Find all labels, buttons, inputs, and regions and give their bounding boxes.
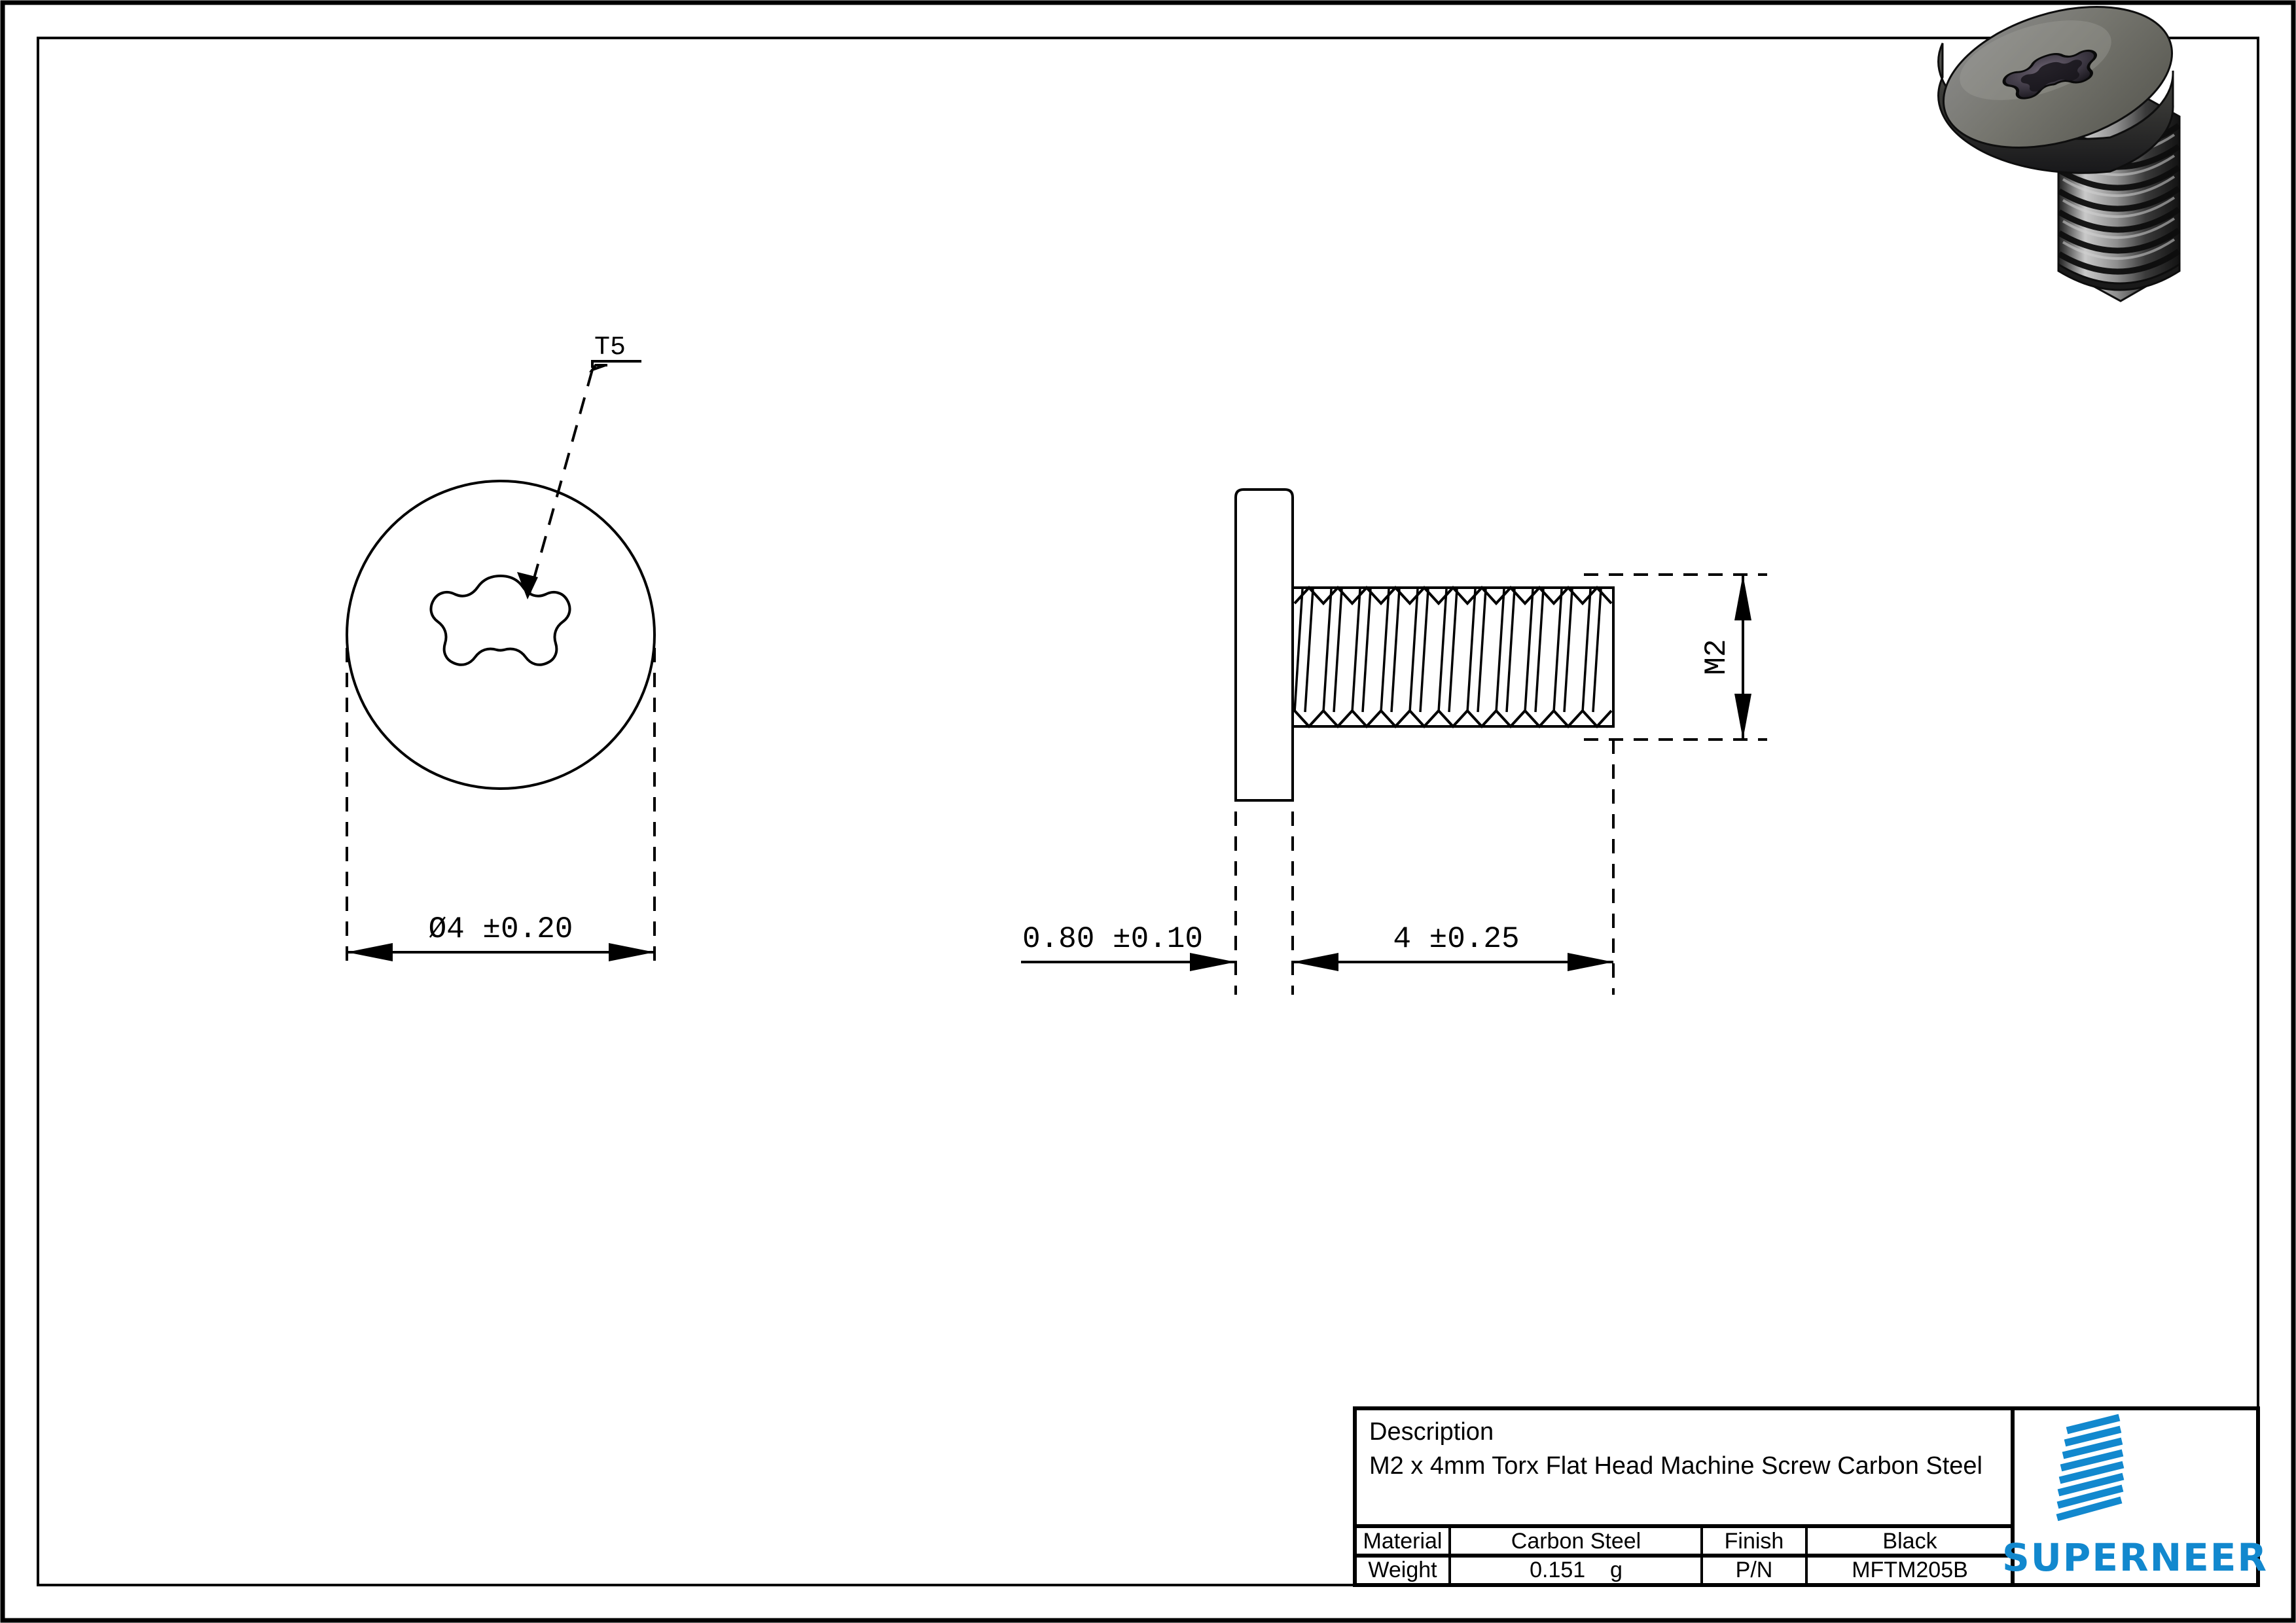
thread-root-bottom xyxy=(1293,709,1613,728)
t5-label: T5 xyxy=(594,333,626,363)
thread-crest-top xyxy=(1293,586,1613,605)
head-height-dimension-label: 0.80 ±0.10 xyxy=(1022,922,1203,956)
superneer-logo-mark xyxy=(2056,1414,2125,1522)
torx-socket-outline xyxy=(429,574,571,666)
head-dim-arrow xyxy=(1190,953,1236,971)
thread-dim-arrow-right xyxy=(1568,953,1613,971)
thread-flank-lines xyxy=(1293,588,1602,713)
thread-dim-arrow-left xyxy=(1293,953,1338,971)
t5-leader-arrow xyxy=(517,572,538,599)
thread-length-dimension-label: 4 ±0.25 xyxy=(1393,922,1519,956)
finish-value: Black xyxy=(1882,1529,1937,1554)
t5-leader-shoulder xyxy=(588,364,607,372)
head-circle xyxy=(346,480,656,790)
weight-label: Weight xyxy=(1368,1558,1437,1582)
m2-arrow-top xyxy=(1734,575,1751,620)
t5-leader-line xyxy=(529,369,594,593)
superneer-wordmark: SUPERNEER xyxy=(2002,1535,2268,1580)
material-value: Carbon Steel xyxy=(1511,1529,1641,1554)
iso-torx-socket xyxy=(2002,49,2097,99)
diameter-arrow-left xyxy=(347,943,393,961)
finish-label: Finish xyxy=(1725,1529,1784,1554)
weight-value: 0.151 g xyxy=(1530,1558,1623,1582)
pn-label: P/N xyxy=(1736,1558,1773,1582)
pn-value: MFTM205B xyxy=(1852,1558,1968,1582)
m2-arrow-bottom xyxy=(1734,694,1751,740)
diameter-dimension-label: Ø4 ±0.20 xyxy=(429,912,573,946)
description-value: M2 x 4mm Torx Flat Head Machine Screw Ca… xyxy=(1369,1452,1982,1480)
diameter-arrow-right xyxy=(609,943,655,961)
material-label: Material xyxy=(1363,1529,1443,1554)
description-label: Description xyxy=(1369,1418,1494,1446)
m2-dimension-label: M2 xyxy=(1700,639,1734,675)
screw-head-profile xyxy=(1234,488,1294,802)
